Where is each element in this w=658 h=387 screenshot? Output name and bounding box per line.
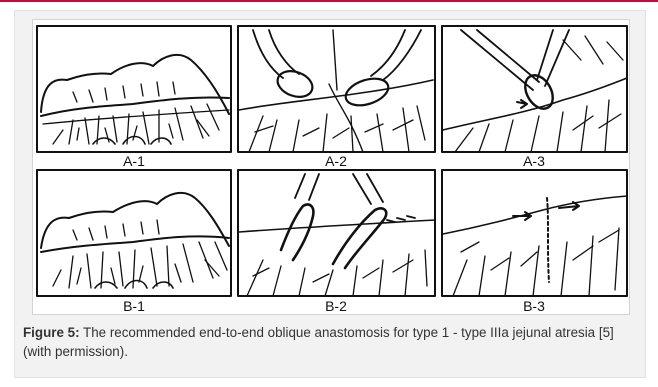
panel-b1-drawing [41,193,229,288]
figure-panel: A-1 A-2 A-3 B-1 B-2 B-3 Figure 5: The re… [14,10,646,378]
panel-a3-drawing [443,30,627,152]
panel-b3-frame [442,170,627,296]
caption-label: Figure 5: [23,325,80,340]
panel-b2-frame [238,170,435,296]
panel-label-a1: A-1 [123,153,145,169]
caption-text: The recommended end-to-end oblique anast… [23,325,614,359]
panel-b2-drawing [239,174,435,296]
panel-a2-drawing [239,30,433,152]
panel-label-a2: A-2 [325,153,347,169]
surgical-diagram: A-1 A-2 A-3 B-1 B-2 B-3 [33,20,631,316]
panel-label-b3: B-3 [523,298,545,314]
panel-a1-frame [37,26,231,152]
panel-a1-drawing [41,55,229,144]
panel-label-a3: A-3 [523,153,545,169]
figure-image: A-1 A-2 A-3 B-1 B-2 B-3 [32,19,630,315]
figure-caption: Figure 5: The recommended end-to-end obl… [23,323,635,361]
panel-label-b2: B-2 [325,298,347,314]
panel-label-b1: B-1 [123,298,145,314]
panel-b3-drawing [443,196,627,296]
